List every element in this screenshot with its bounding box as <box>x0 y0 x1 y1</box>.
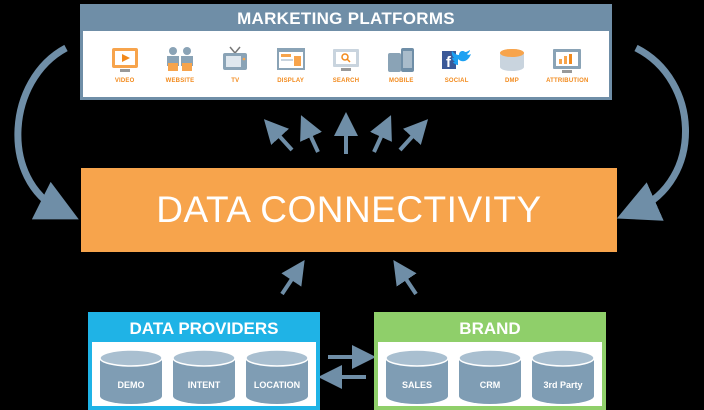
attribution-icon <box>553 48 582 73</box>
platform-display: DISPLAY <box>266 45 316 84</box>
platform-tv: TV <box>210 45 260 84</box>
database-icon <box>531 349 595 404</box>
database-icon <box>458 349 522 404</box>
brand-title: BRAND <box>378 316 602 342</box>
platform-label-social: SOCIAL <box>444 77 469 84</box>
database-location: LOCATION <box>244 348 310 406</box>
database-third-party: 3rd Party <box>530 348 596 406</box>
dmp-icon <box>499 48 524 71</box>
database-label: CRM <box>479 380 501 390</box>
database-intent: INTENT <box>171 348 237 406</box>
platform-search: SEARCH <box>321 45 371 84</box>
data-providers-list: DEMO INTENT LOCATION <box>98 348 310 406</box>
platform-label-tv: TV <box>231 77 240 84</box>
left-loop-arrow <box>14 44 79 220</box>
marketing-platforms-title: MARKETING PLATFORMS <box>83 7 609 31</box>
up-arrows-to-connectivity <box>280 260 418 296</box>
tv-icon <box>223 46 248 70</box>
platform-label-video: VIDEO <box>114 77 135 84</box>
platform-dmp: DMP <box>487 45 537 84</box>
right-loop-arrow <box>616 44 689 221</box>
platform-social: f SOCIAL <box>432 45 482 84</box>
display-icon <box>276 47 305 70</box>
website-icon <box>166 46 193 71</box>
database-sales: SALES <box>384 348 450 406</box>
database-demo: DEMO <box>98 348 164 406</box>
data-providers-title: DATA PROVIDERS <box>92 316 316 342</box>
platform-label-display: DISPLAY <box>277 77 305 84</box>
up-arrows-to-platforms <box>263 112 429 154</box>
data-connectivity-title: DATA CONNECTIVITY <box>156 189 542 230</box>
mobile-icon <box>388 47 415 72</box>
platform-mobile: MOBILE <box>376 45 426 84</box>
database-label: LOCATION <box>253 380 301 390</box>
social-icon: f <box>441 49 471 71</box>
svg-text:f: f <box>446 54 452 71</box>
platform-website: WEBSITE <box>155 45 205 84</box>
platform-attribution: ATTRIBUTION <box>542 45 592 84</box>
database-icon <box>172 349 236 404</box>
data-providers-panel: DATA PROVIDERS DEMO INTENT LOCA <box>88 312 320 410</box>
platform-label-dmp: DMP <box>504 77 519 84</box>
brand-list: SALES CRM 3rd Party <box>384 348 596 406</box>
database-icon <box>385 349 449 404</box>
database-icon <box>245 349 309 404</box>
database-label: SALES <box>401 380 432 390</box>
database-crm: CRM <box>457 348 523 406</box>
platform-label-mobile: MOBILE <box>389 77 414 84</box>
platform-video: VIDEO <box>100 45 150 84</box>
database-icon <box>99 349 163 404</box>
search-icon <box>332 48 359 71</box>
marketing-platforms-panel: MARKETING PLATFORMS VIDEO WEBSITE <box>80 4 612 100</box>
platform-list: VIDEO WEBSITE TV <box>83 31 609 97</box>
exchange-arrows <box>318 345 376 389</box>
platform-label-search: SEARCH <box>332 77 360 84</box>
database-label: DEMO <box>117 380 145 390</box>
database-label: 3rd Party <box>543 380 583 390</box>
data-connectivity-bar: DATA CONNECTIVITY <box>81 168 617 252</box>
brand-panel: BRAND SALES CRM 3rd Party <box>374 312 606 410</box>
video-icon <box>111 47 138 72</box>
platform-label-website: WEBSITE <box>165 77 195 84</box>
platform-label-attribution: ATTRIBUTION <box>546 77 589 84</box>
database-label: INTENT <box>187 380 221 390</box>
